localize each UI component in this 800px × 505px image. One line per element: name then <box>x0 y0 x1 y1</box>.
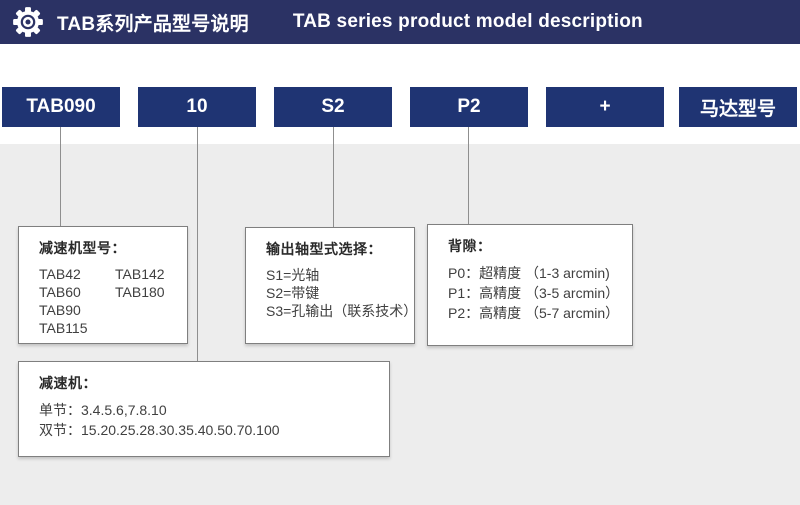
callout-gearbox-models: 减速机型号： TAB42 TAB60 TAB90 TAB115 TAB142 T… <box>18 226 188 344</box>
callout-output-shaft: 输出轴型式选择： S1=光轴 S2=带键 S3=孔输出（联系技术） <box>245 227 418 344</box>
page-title-zh: TAB系列产品型号说明 <box>57 13 249 35</box>
output-shaft-option: S1=光轴 <box>266 267 320 283</box>
header-bar: TAB系列产品型号说明 TAB series product model des… <box>0 0 800 44</box>
gearbox-model-item: TAB42 <box>39 266 81 282</box>
gearbox-model-item: TAB142 <box>115 266 165 282</box>
output-shaft-option: S2=带键 <box>266 285 320 301</box>
backlash-option: P1：高精度 （3-5 arcmin） <box>448 285 620 301</box>
connector-line-shaft <box>333 127 334 227</box>
callout-ratio-title: 减速机： <box>39 375 97 391</box>
callout-backlash-title: 背隙： <box>448 238 492 254</box>
gearbox-model-item: TAB60 <box>39 284 81 300</box>
segment-ratio-box: 10 <box>138 87 256 127</box>
ratio-double-stage: 双节：15.20.25.28.30.35.40.50.70.100 <box>39 422 280 438</box>
backlash-option: P0：超精度 （1-3 arcmin) <box>448 265 610 281</box>
output-shaft-option: S3=孔输出（联系技术） <box>266 303 418 319</box>
segment-backlash-box: P2 <box>410 87 528 127</box>
connector-line-series <box>60 127 61 226</box>
page-title-en: TAB series product model description <box>292 11 643 32</box>
segment-motor-box: 马达型号 <box>679 87 797 127</box>
callout-gearbox-models-title: 减速机型号： <box>39 240 126 256</box>
backlash-option: P2：高精度 （5-7 arcmin） <box>448 305 620 321</box>
connector-line-backlash <box>468 127 469 224</box>
gearbox-model-item: TAB115 <box>39 320 88 336</box>
gear-icon <box>11 5 45 39</box>
connector-line-ratio <box>197 127 198 361</box>
segment-plus-box: + <box>546 87 664 127</box>
ratio-single-stage: 单节：3.4.5.6,7.8.10 <box>39 402 167 418</box>
segment-shaft-box: S2 <box>274 87 392 127</box>
segment-series-box: TAB090 <box>2 87 120 127</box>
callout-backlash: 背隙： P0：超精度 （1-3 arcmin) P1：高精度 （3-5 arcm… <box>427 224 633 346</box>
gearbox-model-item: TAB90 <box>39 302 81 318</box>
callout-ratio: 减速机： 单节：3.4.5.6,7.8.10 双节：15.20.25.28.30… <box>18 361 390 457</box>
callout-output-shaft-title: 输出轴型式选择： <box>266 241 382 257</box>
gearbox-model-item: TAB180 <box>115 284 165 300</box>
